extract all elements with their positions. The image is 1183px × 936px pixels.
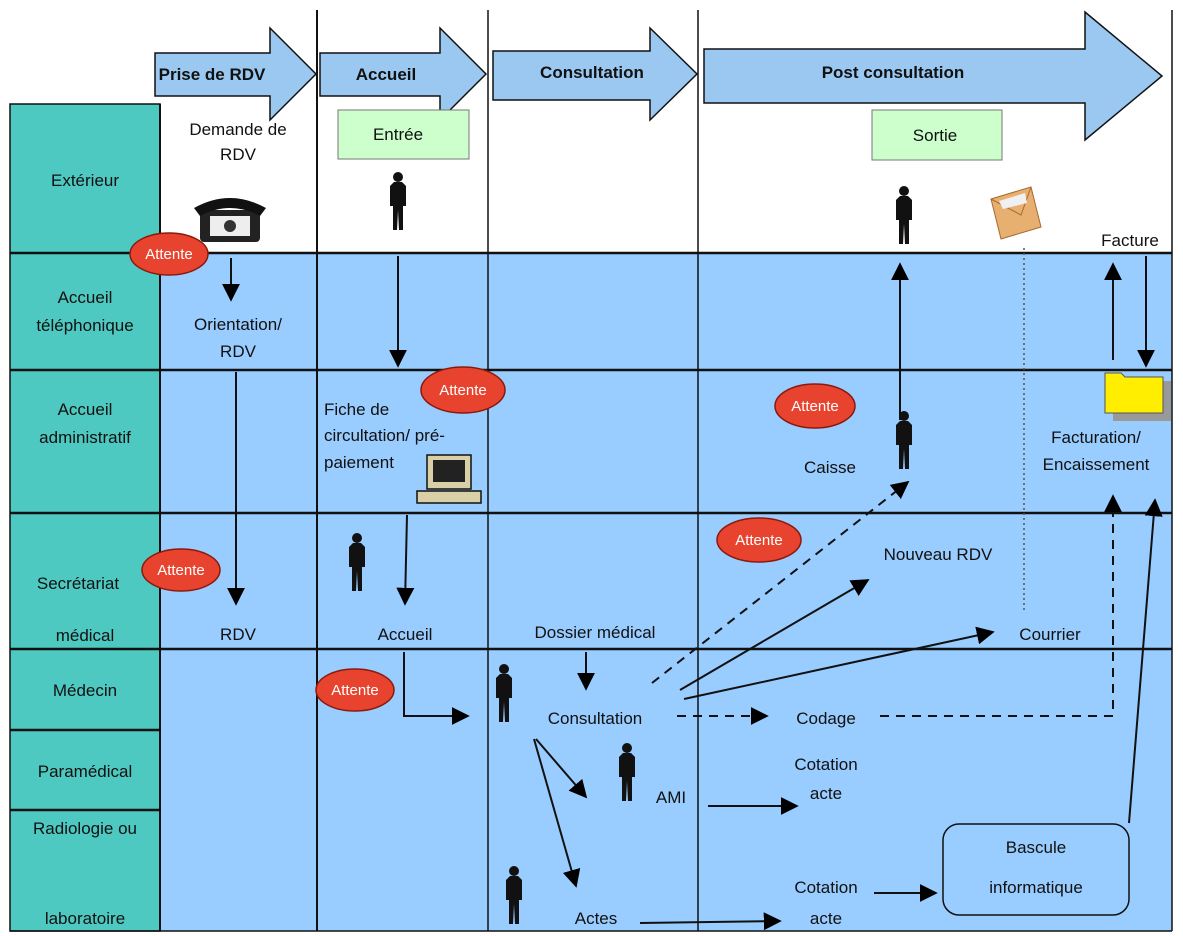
entree-box [337, 109, 470, 160]
lane-label-accueil-admin: Accueil [58, 400, 113, 419]
lane-label-radiologie: Radiologie ou [33, 819, 137, 838]
rdv-label: RDV [220, 625, 257, 644]
phase-label: Prise de RDV [159, 65, 266, 84]
accueil-label: Accueil [378, 625, 433, 644]
cotation-acte-label: acte [810, 909, 842, 928]
envelope-icon [990, 186, 1042, 240]
bascule-label: informatique [989, 878, 1083, 897]
telephone-icon [194, 198, 266, 242]
attente-badge: Attente [774, 383, 856, 429]
lane-label-medecin: Médecin [53, 681, 117, 700]
consultation-label: Consultation [548, 709, 643, 728]
phase-arrow-post-consultation: Post consultation [703, 10, 1164, 142]
swimlane-body [160, 253, 1172, 931]
phase-label: Post consultation [822, 63, 965, 82]
lane-label-exterieur: Extérieur [51, 171, 119, 190]
attente-badge: Attente [420, 366, 506, 414]
phase-arrow-consultation: Consultation [492, 26, 699, 122]
courrier-label: Courrier [1019, 625, 1081, 644]
ami-label: AMI [656, 788, 686, 807]
svg-text:Attente: Attente [157, 562, 205, 579]
lane-label-accueil-tel: téléphonique [36, 316, 133, 335]
flow-arrows [222, 256, 1163, 931]
sortie-box [871, 109, 1003, 161]
codage-label: Codage [796, 709, 856, 728]
orientation-label: Orientation/ [194, 315, 282, 334]
attente-badge: Attente [716, 517, 802, 563]
lane-label-secretariat: médical [56, 626, 115, 645]
attente-badge: Attente [129, 232, 209, 276]
svg-text:Attente: Attente [439, 382, 487, 399]
nouveau-rdv-label: Nouveau RDV [884, 545, 993, 564]
lane-label-accueil-tel: Accueil [58, 288, 113, 307]
facturation-label: Encaissement [1043, 455, 1150, 474]
lane-label-radiologie: laboratoire [45, 909, 125, 928]
caisse-label: Caisse [804, 458, 856, 477]
dossier-medical-label: Dossier médical [535, 623, 656, 642]
fiche-label: Fiche de [324, 400, 389, 419]
fiche-label: circultation/ pré- [324, 426, 445, 445]
svg-text:Attente: Attente [735, 532, 783, 549]
cotation-acte-label: Cotation [794, 755, 857, 774]
svg-text:Attente: Attente [145, 246, 193, 263]
svg-text:Attente: Attente [791, 398, 839, 415]
attente-badge: Attente [315, 668, 395, 712]
lane-label-paramedical: Paramédical [38, 762, 133, 781]
facture-label: Facture [1101, 231, 1159, 250]
person-icon [896, 186, 912, 244]
person-icon [390, 172, 406, 230]
cotation-acte-label: Cotation [794, 878, 857, 897]
attente-badge: Attente [141, 548, 221, 592]
phase-arrow-accueil: Accueil [319, 26, 488, 122]
phase-arrow-prise-rdv: Prise de RDV [154, 26, 318, 122]
svg-text:Attente: Attente [331, 682, 379, 699]
computer-icon [416, 454, 482, 504]
phase-label: Accueil [356, 65, 416, 84]
bascule-label: Bascule [1006, 838, 1066, 857]
cotation-acte-label: acte [810, 784, 842, 803]
phase-label: Consultation [540, 63, 644, 82]
lane-header-column [9, 103, 161, 932]
lane-label-accueil-admin: administratif [39, 428, 131, 447]
lane-label-secretariat: Secrétariat [37, 574, 119, 593]
orientation-label: RDV [220, 342, 257, 361]
bascule-box [942, 823, 1130, 916]
actes-label: Actes [575, 909, 618, 928]
dashed-flow-arrows [651, 480, 1122, 725]
folder-icon [1104, 372, 1171, 421]
facturation-label: Facturation/ [1051, 428, 1141, 447]
demande-rdv-label: RDV [220, 145, 257, 164]
demande-rdv-label: Demande de [189, 120, 286, 139]
sortie-label: Sortie [913, 126, 957, 145]
entree-label: Entrée [373, 125, 423, 144]
fiche-label: paiement [324, 453, 394, 472]
